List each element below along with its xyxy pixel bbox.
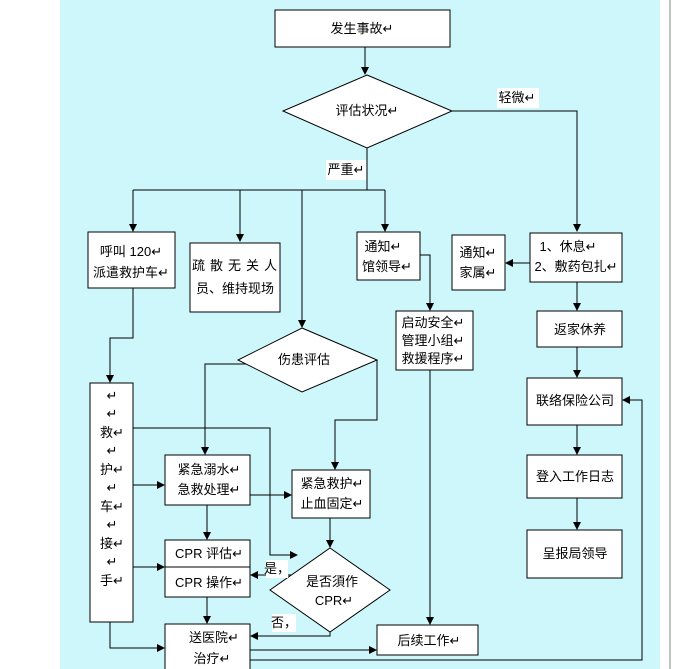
node-cpr-op [164, 566, 251, 598]
node-contact-insurance [526, 377, 623, 426]
node-ambulance-takeover [89, 382, 134, 623]
node-ambulance-line7: 车↵ [100, 499, 124, 514]
edge-injury-to-drowning [201, 363, 246, 455]
node-injury-assess-text: 伤患评估 [278, 352, 330, 367]
node-injury-assess-diamond [236, 327, 379, 393]
node-evacuate-line1: 疏散无关人 [192, 258, 282, 273]
node-rest-home [536, 310, 623, 348]
node-log-journal [526, 454, 623, 499]
node-cpr-eval-text: CPR 评估↵ [175, 546, 243, 561]
node-start-rescue [395, 310, 474, 371]
node-notify-leader [356, 231, 421, 281]
edge-ambulance-to-cpr-decision [133, 427, 298, 559]
node-evacuate-line2: 员、维持现场 [196, 281, 274, 296]
node-accident-text: 发生事故↵ [331, 21, 394, 36]
node-ambulance-line9: 接↵ [100, 536, 124, 551]
node-evacuate [189, 242, 281, 313]
no-label: 否， [271, 615, 297, 630]
node-ambulance-line3: 救↵ [100, 425, 124, 440]
edge-injury-to-firstaid [331, 360, 378, 470]
node-call-ambulance-line2: 派遣救护车↵ [93, 265, 169, 280]
edge-leader-to-rescue [420, 254, 434, 311]
node-drowning-aid-line1: 紧急溺水↵ [178, 462, 241, 477]
node-log-journal-text: 登入工作日志 [536, 469, 614, 484]
node-ambulance-line10: ↵ [107, 554, 118, 569]
node-ambulance-line5: 护↵ [100, 462, 124, 477]
node-hospital-line1: 送医院↵ [189, 630, 239, 645]
node-accident [274, 9, 451, 48]
node-ambulance-line8: ↵ [107, 517, 118, 532]
node-ambulance-line6: ↵ [107, 480, 118, 495]
yes-label: 是， [264, 561, 290, 576]
edge-hospital-to-insurance [250, 396, 643, 661]
node-notify-leader-line2: 馆领导↵ [362, 259, 412, 274]
node-rest-dress [529, 232, 623, 283]
node-ambulance-line2: ↵ [107, 406, 118, 421]
node-cpr-op-text: CPR 操作↵ [175, 575, 243, 590]
node-first-aid-line2: 止血固定↵ [301, 496, 364, 511]
minor-label-bg [497, 88, 539, 108]
node-call-ambulance-line1: 呼叫 120↵ [100, 244, 162, 259]
edge-cpr-no [250, 632, 331, 640]
node-notify-leader-line1: 通知↵ [365, 239, 402, 254]
node-cpr-decision-line2: CPR↵ [315, 593, 353, 608]
node-rest-home-text: 返家休养 [554, 322, 606, 337]
node-notify-family-line2: 家属↵ [460, 265, 497, 280]
node-follow-up-text: 后续工作↵ [398, 633, 461, 648]
node-cpr-decision-line1: 是否須作 [306, 574, 358, 589]
edge-minor [452, 110, 581, 232]
node-hospital [164, 623, 251, 669]
edge-call-to-ambulance [106, 288, 134, 383]
node-assess-text: 评估状况↵ [336, 103, 399, 118]
node-start-rescue-line2: 管理小组↵ [402, 333, 465, 348]
node-first-aid [291, 469, 371, 519]
node-notify-family-line1: 通知↵ [460, 245, 497, 260]
node-hospital-line2: 治疗↵ [194, 651, 231, 666]
node-ambulance-line1: ↵ [107, 388, 118, 403]
node-ambulance-line11: 手↵ [100, 573, 124, 588]
edge-ambulance-to-hospital [109, 622, 165, 652]
node-first-aid-line1: 紧急救护↵ [301, 476, 364, 491]
serious-label-bg [326, 160, 366, 180]
no-label-bg [272, 614, 296, 632]
node-drowning-aid [164, 454, 251, 506]
node-ambulance-line4: ↵ [107, 443, 118, 458]
minor-label: 轻微↵ [499, 90, 536, 105]
serious-label: 严重↵ [328, 162, 365, 177]
node-rest-dress-line1: 1、休息↵ [539, 239, 596, 254]
yes-label-bg [266, 560, 288, 578]
node-drowning-aid-line2: 急救处理↵ [178, 482, 241, 497]
node-rest-dress-line2: 2、敷药包扎↵ [534, 259, 617, 274]
node-start-rescue-line1: 启动安全↵ [402, 315, 465, 330]
node-follow-up [376, 624, 479, 656]
node-call-ambulance [87, 231, 176, 289]
node-start-rescue-line3: 救援程序↵ [402, 351, 465, 366]
node-contact-insurance-text: 联络保险公司 [536, 393, 614, 408]
node-report-bureau-text: 呈报局领导 [542, 546, 607, 561]
node-report-bureau [526, 529, 623, 579]
node-notify-family [451, 234, 506, 291]
